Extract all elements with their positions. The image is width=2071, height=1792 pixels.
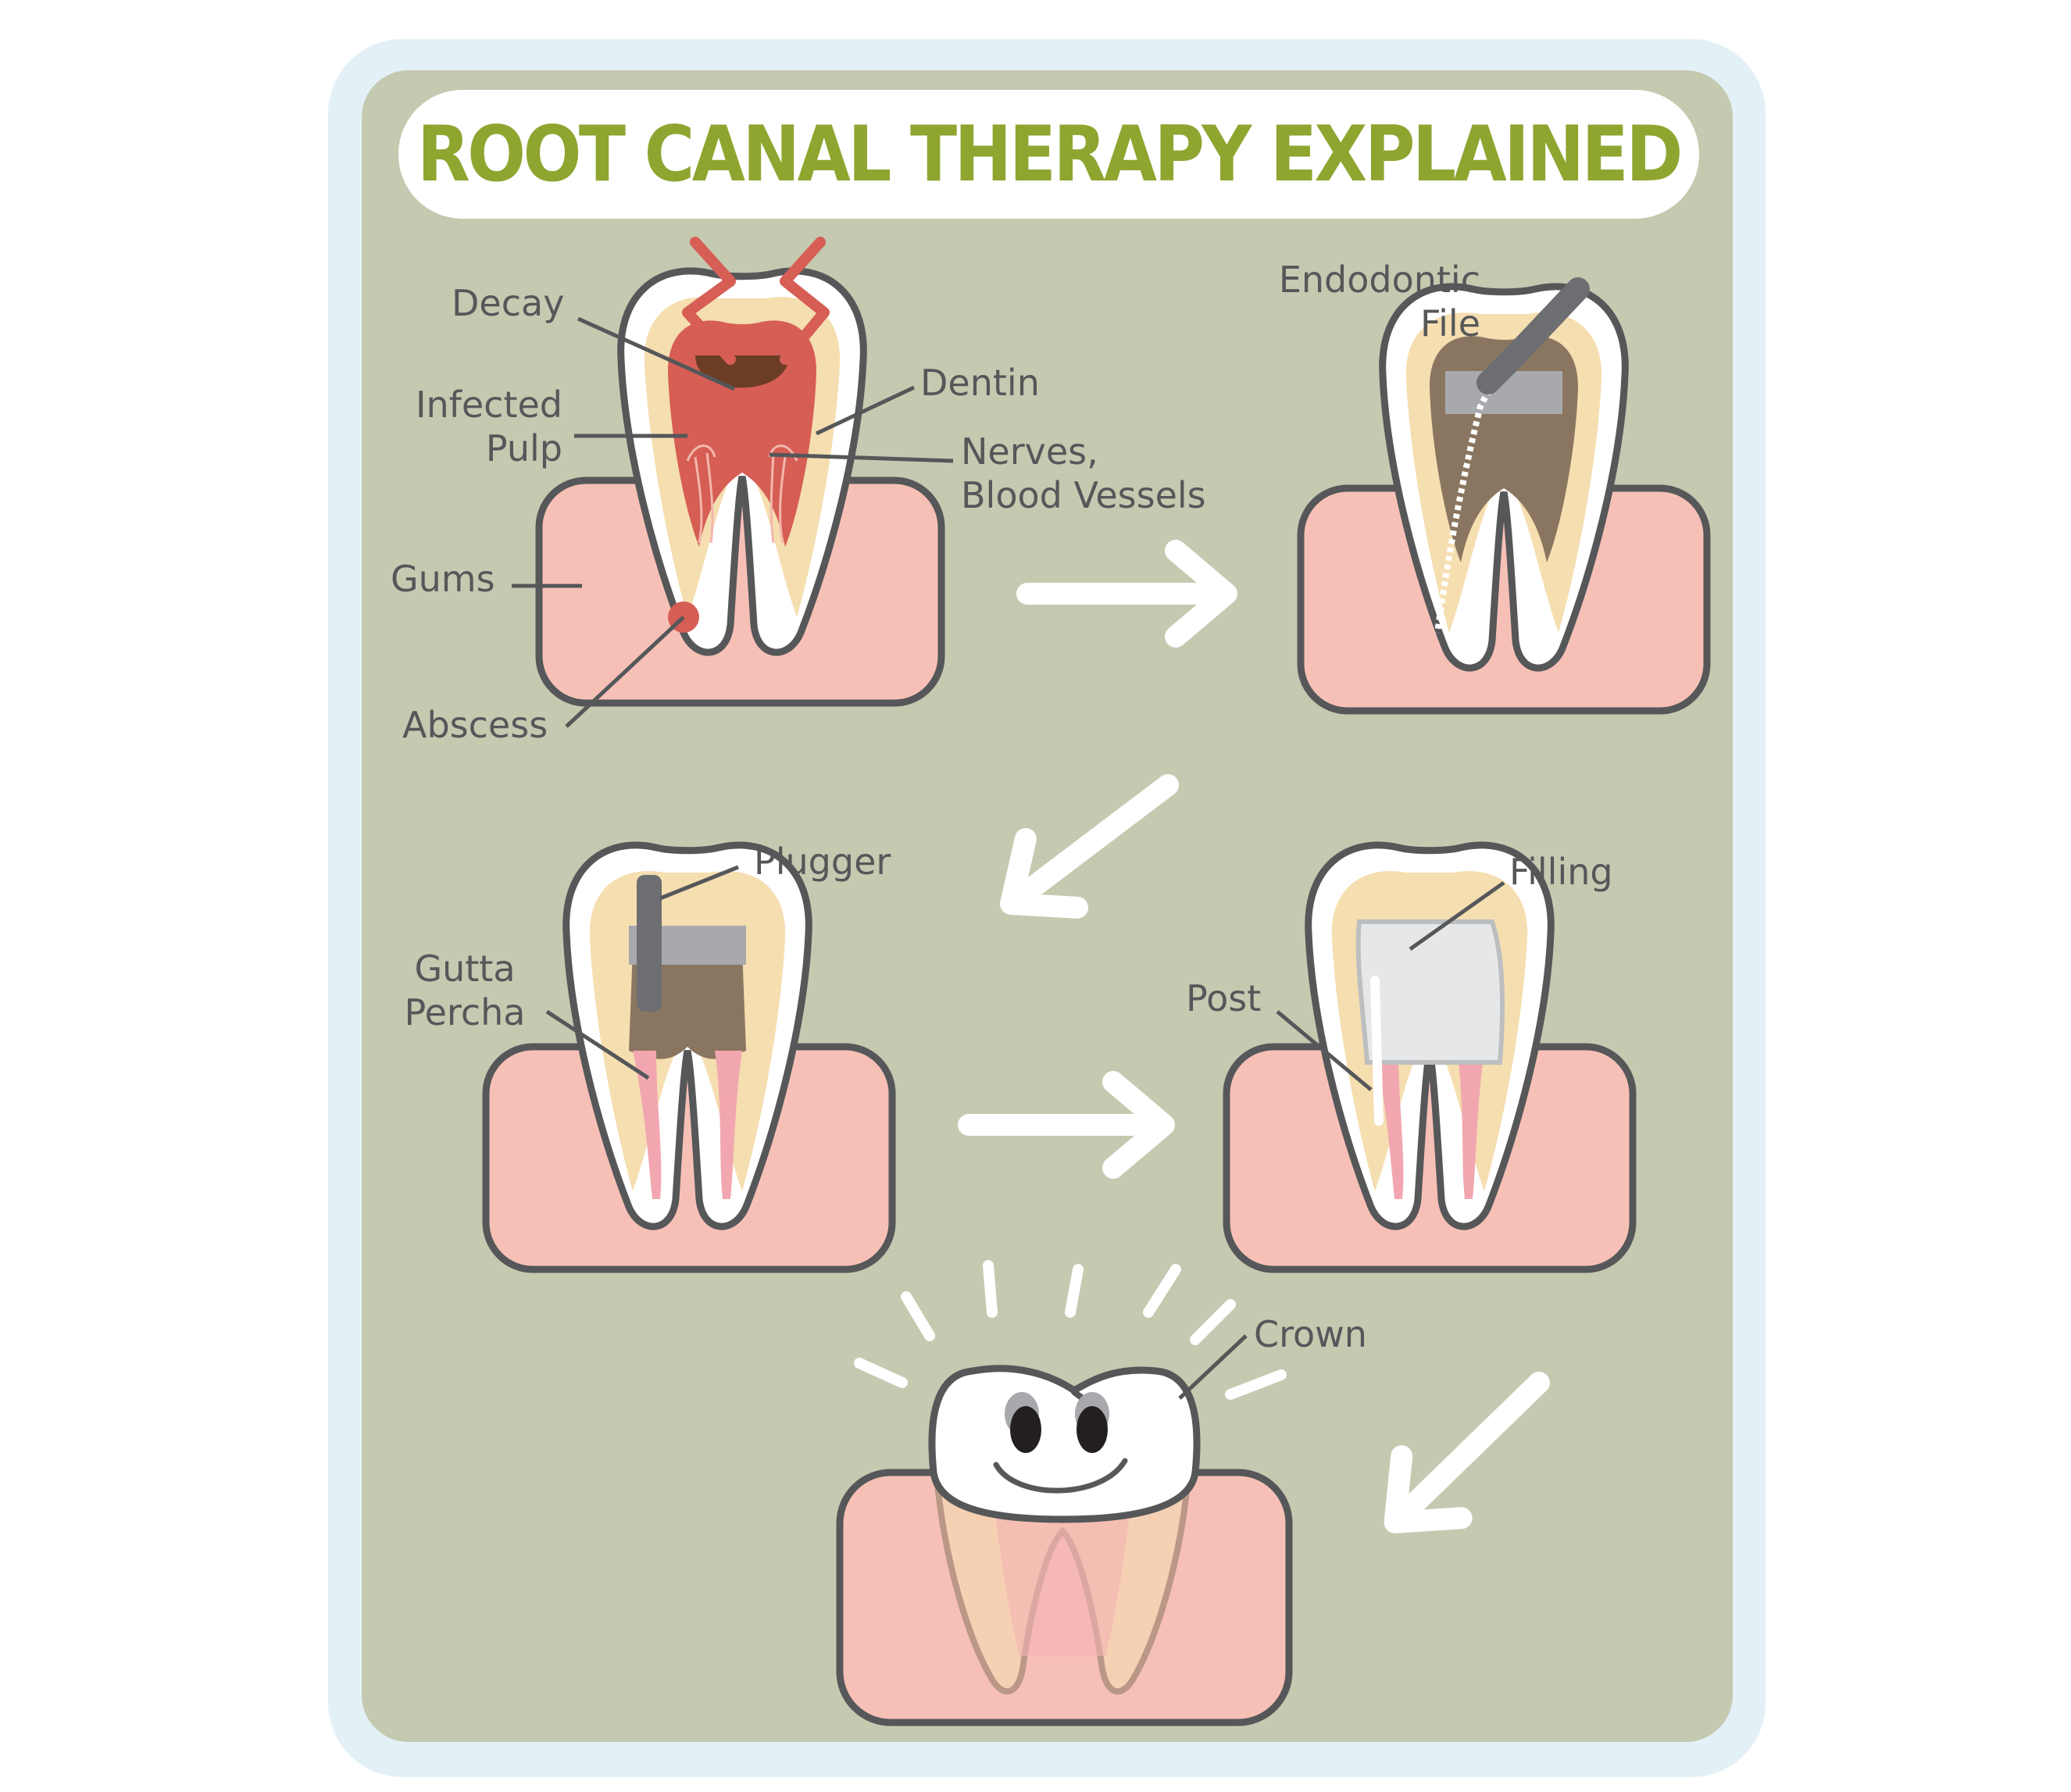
leader-line <box>1178 1334 1248 1400</box>
label-plugger: Plugger <box>754 841 891 883</box>
tooth-infected <box>512 237 954 728</box>
flow-arrows <box>958 551 1550 1553</box>
arrow-right-1 <box>1016 551 1227 637</box>
label-endodontic-file-line1: Endodontic <box>1278 259 1480 301</box>
tooth-crowned <box>836 1260 1293 1726</box>
plugger-tool <box>637 875 662 1012</box>
label-nerves-line2: Blood Vessels <box>961 474 1206 516</box>
label-gutta-percha-line2: Percha <box>404 991 526 1033</box>
page-title: ROOT CANAL THERAPY EXPLAINED <box>417 109 1684 199</box>
arrow-down-left-2 <box>1365 1372 1550 1553</box>
label-filling: Filling <box>1509 851 1613 893</box>
leader-lines <box>545 865 739 1080</box>
tooth-sealing <box>482 845 896 1273</box>
decay-spot <box>695 355 789 388</box>
tooth-filled <box>1223 845 1637 1273</box>
label-gutta-percha-line1: Gutta <box>414 948 516 990</box>
label-decay: Decay <box>452 282 565 324</box>
arrow-right-2 <box>958 1082 1164 1168</box>
label-dentin: Dentin <box>920 362 1040 404</box>
label-endodontic-file-line2: File <box>1420 302 1480 344</box>
smiley-face <box>993 1392 1128 1494</box>
roots-faded <box>934 1481 1191 1695</box>
label-abscess: Abscess <box>402 704 548 746</box>
filling-material <box>1355 919 1505 1065</box>
label-infected-pulp-line2: Pulp <box>485 427 562 469</box>
pain-lines <box>682 237 830 365</box>
leader-lines <box>512 316 954 728</box>
leader-lines <box>1276 880 1505 1091</box>
title-banner: ROOT CANAL THERAPY EXPLAINED <box>398 90 1699 219</box>
post-rod <box>1370 976 1384 1126</box>
label-gums: Gums <box>391 558 495 600</box>
label-crown: Crown <box>1254 1313 1367 1355</box>
gutta-percha <box>633 1051 662 1199</box>
crown-cap <box>928 1365 1201 1523</box>
arrow-down-left-1 <box>985 774 1179 938</box>
label-nerves-line1: Nerves, <box>961 430 1098 473</box>
tooth-cleaning <box>1297 277 1711 715</box>
label-infected-pulp-line1: Infected <box>415 384 562 426</box>
label-post: Post <box>1186 977 1262 1019</box>
shine-rays <box>854 1260 1287 1400</box>
file-handle <box>1476 277 1590 394</box>
